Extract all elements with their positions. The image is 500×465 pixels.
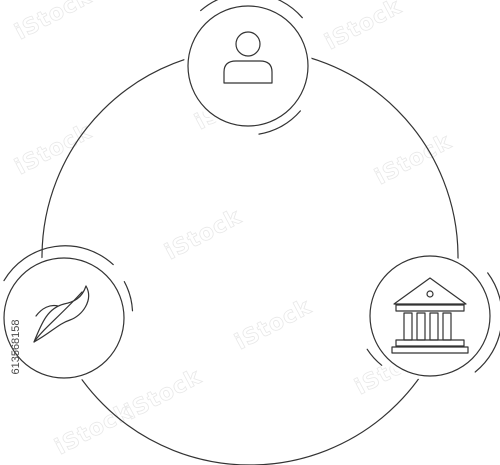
- node-person: [184, 0, 312, 135]
- node-leaf-arc-inner: [123, 281, 134, 312]
- node-person-backing: [184, 2, 312, 130]
- node-bank: [366, 252, 500, 380]
- node-person-circle: [187, 5, 309, 127]
- node-bank-arc-inner: [366, 348, 383, 366]
- watermark-text: iStock: [121, 364, 206, 425]
- watermark-text: iStock: [11, 119, 96, 180]
- image-id-label: 613568158: [10, 319, 22, 375]
- watermark-text: iStock: [161, 204, 246, 265]
- bank-icon: [391, 277, 469, 354]
- watermark-text: iStock: [231, 294, 316, 355]
- node-bank-arc-outer: [474, 272, 500, 373]
- leaf-icon: [33, 285, 90, 343]
- node-leaf-backing: [0, 254, 128, 382]
- node-leaf: [0, 245, 134, 382]
- person-icon: [223, 31, 273, 84]
- node-leaf-circle: [3, 257, 125, 379]
- watermark-text: iStock: [11, 0, 96, 45]
- node-person-arc-outer: [200, 0, 303, 19]
- node-leaf-arc-outer: [3, 245, 114, 282]
- node-person-arc-inner: [258, 110, 301, 135]
- node-bank-circle: [369, 255, 491, 377]
- watermark-text: iStock: [321, 0, 406, 55]
